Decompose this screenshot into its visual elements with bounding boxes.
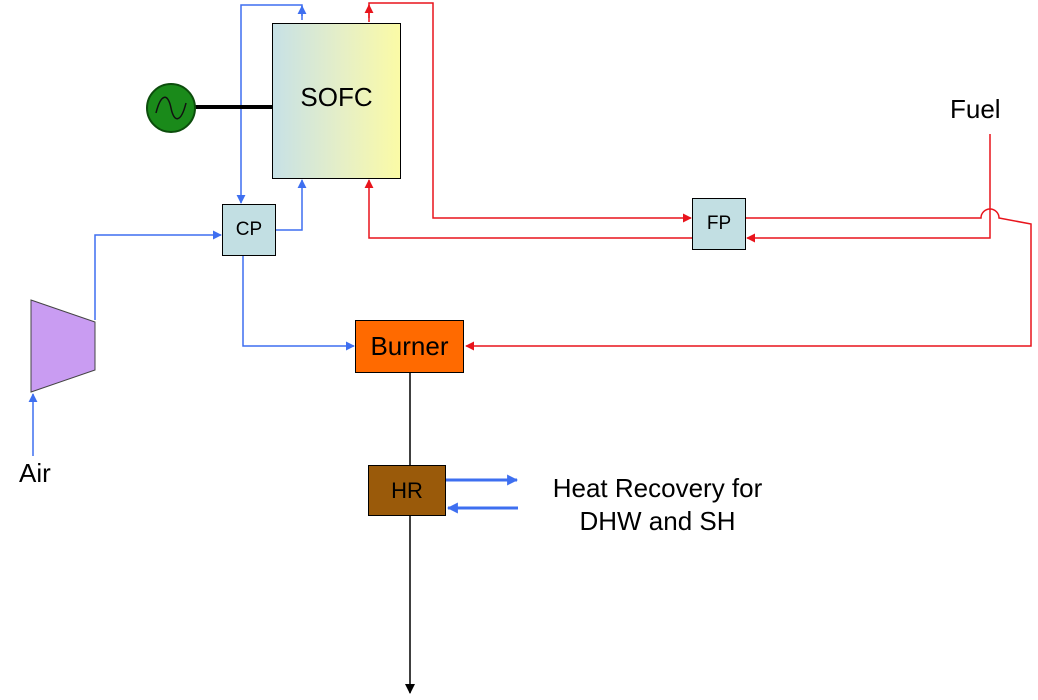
hr-label: HR [391, 477, 423, 503]
cp-to-burner-line [242, 256, 355, 351]
heat-recovery-note: Heat Recovery for DHW and SH [530, 472, 785, 538]
burner-box: Burner [355, 320, 464, 373]
cp-label: CP [235, 219, 263, 240]
fp-label: FP [706, 213, 732, 234]
hr-box: HR [368, 465, 446, 516]
fp-box: FP [692, 198, 746, 250]
heat-recovery-note-line1: Heat Recovery for [552, 473, 763, 503]
sofc-anode-exhaust-to-fp-line [368, 2, 692, 223]
heat-recovery-note-line2: DHW and SH [579, 506, 736, 536]
fuel-inlet-line [746, 134, 991, 243]
cp-box: CP [222, 204, 276, 256]
sofc-stack: SOFC [272, 23, 401, 179]
fp-to-sofc-line [364, 179, 692, 239]
sofc-label: SOFC [300, 81, 373, 112]
fp-to-burner-line [465, 208, 1032, 351]
cp-to-sofc-line [276, 179, 307, 231]
fuel-label: Fuel [950, 94, 1001, 124]
generator-icon [146, 83, 196, 133]
burner-label: Burner [370, 331, 449, 361]
compressor-to-cp-line [94, 230, 222, 320]
air-compressor-icon [30, 299, 96, 393]
air-label: Air [19, 458, 51, 488]
